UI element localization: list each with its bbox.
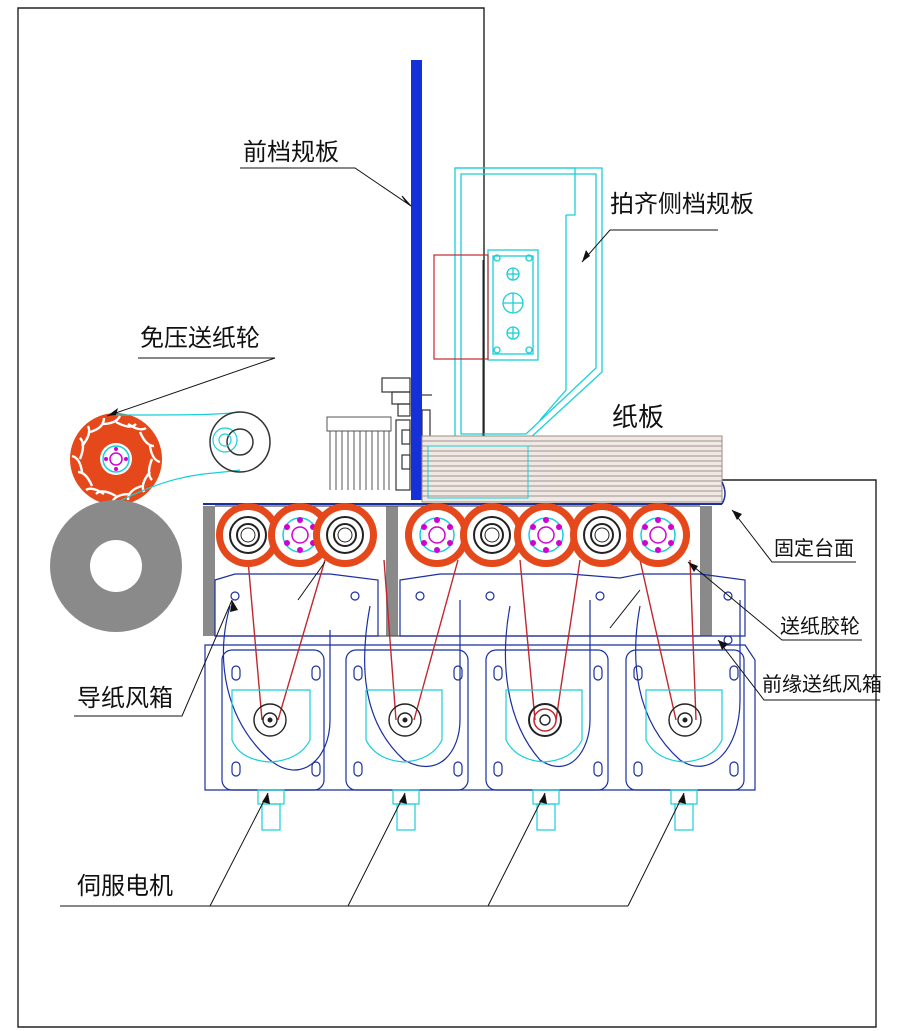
grey-roll-core [90,540,142,592]
label-non-crush-feed-wheel: 免压送纸轮 [140,324,260,352]
guide-vacuum-plate [214,573,746,645]
label-fixed-table: 固定台面 [774,536,854,560]
label-front-stop-plate: 前档规板 [243,138,339,166]
side-jogger-plate [454,167,603,441]
feed-roller-3 [313,503,377,567]
leader-arrowheads [107,195,742,804]
feed-roller-7 [570,503,634,567]
label-feed-rubber-wheel: 送纸胶轮 [780,614,860,638]
label-paperboard: 纸板 [612,403,665,433]
pressure-roll-hub [218,433,232,447]
feed-roller-8 [626,503,690,567]
feed-roller-4 [405,503,469,567]
motor-pulleys [253,703,702,737]
feed-roller-6 [514,503,578,567]
drive-belts [247,559,697,721]
front-stop-plate [411,60,422,500]
separator-comb [326,416,392,490]
secondary-wheel [209,411,271,473]
feed-roller-5 [460,503,524,567]
feed-rollers [216,503,690,567]
label-leading-edge-vacuum-box: 前缘送纸风箱 [762,672,882,696]
outer-frame [17,7,877,1028]
jogger-bracket [433,254,489,360]
label-side-jogger-plate: 拍齐侧档规板 [610,190,754,218]
servo-motor-bodies [257,789,698,831]
feed-roller-1 [216,503,280,567]
label-guide-vacuum-box: 导纸风箱 [77,684,173,712]
feed-roller-2 [268,503,332,567]
non-crush-feed-wheel [70,413,162,505]
motor-bracket-frame [204,644,756,791]
label-servo-motor: 伺服电机 [77,872,173,900]
fixed-table-lip [721,481,726,505]
pulley-brackets [231,689,723,763]
belt-arms [222,600,741,771]
leader-lines [60,167,880,907]
paperboard-stack [421,435,723,503]
secondary-wheel-hub [226,428,254,456]
